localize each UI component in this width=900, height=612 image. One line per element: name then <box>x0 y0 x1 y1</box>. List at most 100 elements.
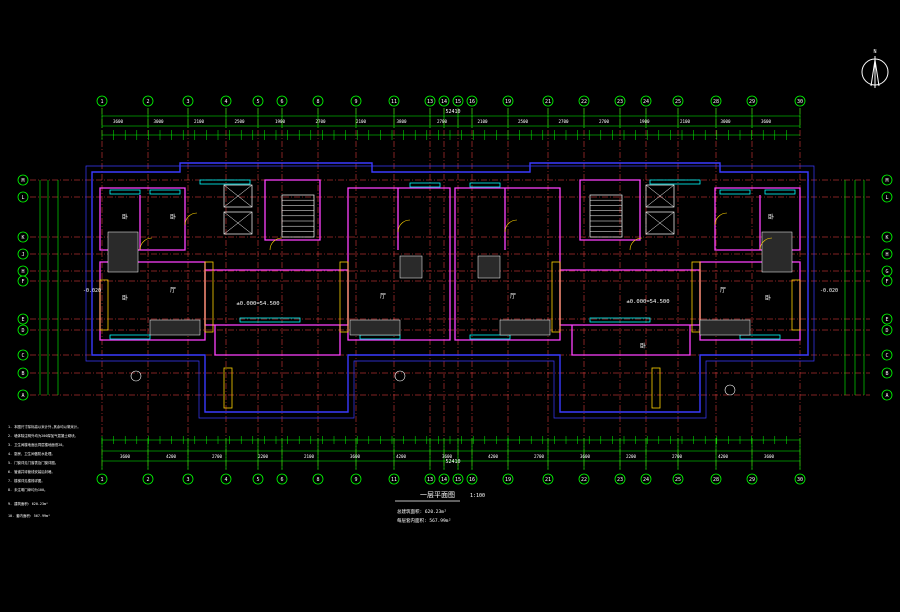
grid-bubble-bottom <box>542 473 554 485</box>
room-labels: 卧 卧 厅 卧 厅 厅 卧 厅 卧 卧 <box>122 213 774 350</box>
note-line: 5. 门窗详见门窗表及门窗详图。 <box>8 460 58 465</box>
grid-label-bottom: 6 <box>280 477 283 483</box>
bottom-dim-value: 3600 <box>350 454 361 459</box>
grid-label-top: 9 <box>354 99 357 105</box>
bottom-dim-value: 4200 <box>396 454 407 459</box>
grid-label-top: 3 <box>186 99 189 105</box>
grid-bubble-left <box>17 191 29 203</box>
grid-label-left: L <box>21 195 24 201</box>
grid-label-left: K <box>21 235 24 241</box>
partition-wall <box>99 187 186 251</box>
grid-label-top: 19 <box>505 99 511 105</box>
note-line: 10. 套内面积: 567.99m² <box>8 513 50 518</box>
grid-bubble-bottom <box>252 473 264 485</box>
grid-bubble-top <box>438 95 450 107</box>
grid-bubble-top <box>614 95 626 107</box>
bottom-dim-value: 4200 <box>718 454 729 459</box>
window <box>739 334 781 340</box>
grid-bubble-top <box>96 95 108 107</box>
grid-label-top: 30 <box>797 99 803 105</box>
grid-label-left: C <box>21 353 24 359</box>
grid-label-top: 13 <box>427 99 433 105</box>
grid-bubble-top <box>182 95 194 107</box>
note-line: 2. 墙体除注明外均为200厚加气混凝土砌块。 <box>8 433 78 438</box>
top-dim-value: 2700 <box>599 119 610 124</box>
grid-label-left: H <box>21 269 24 275</box>
room-label: 厅 <box>510 293 516 300</box>
grid-label-bottom: 28 <box>713 477 719 483</box>
grid-bubble-left <box>17 275 29 287</box>
grid-bubble-left <box>17 324 29 336</box>
grid-label-top: 16 <box>469 99 475 105</box>
note-line: 8. 未注明门垛均为100。 <box>8 487 47 492</box>
grid-label-bottom: 2 <box>146 477 149 483</box>
door-swing <box>397 219 411 233</box>
top-dim-value: 3600 <box>113 119 124 124</box>
grid-label-bottom: 19 <box>505 477 511 483</box>
grid-label-right: C <box>885 353 888 359</box>
grid-label-top: 22 <box>581 99 587 105</box>
structural-column <box>339 261 349 333</box>
grid-bubble-left <box>17 367 29 379</box>
grid-bubble-bottom <box>710 473 722 485</box>
grid-bubble-top <box>710 95 722 107</box>
total-dim-top: 52410 <box>445 109 460 115</box>
elevation-left: ±0.000=54.500 <box>236 301 279 307</box>
grid-bubble-bottom <box>672 473 684 485</box>
grid-bubble-top <box>220 95 232 107</box>
grid-bubble-right <box>881 248 893 260</box>
grid-label-bottom: 8 <box>316 477 319 483</box>
grid-bubble-bottom <box>502 473 514 485</box>
grid-label-left: A <box>21 393 24 399</box>
drawing-title: 一层平面图 <box>420 491 455 499</box>
bottom-dim-value: 3600 <box>442 454 453 459</box>
note-line: 1. 本图尺寸除标高以米计外,其余均以毫米计。 <box>8 424 81 429</box>
bottom-dim-value: 3600 <box>580 454 591 459</box>
grid-bubble-top <box>794 95 806 107</box>
grid-label-top: 15 <box>455 99 461 105</box>
grid-bubble-left <box>17 349 29 361</box>
bottom-dim-value: 2100 <box>304 454 315 459</box>
elevator-cross <box>223 184 253 208</box>
room-label: 卧 <box>122 294 128 302</box>
grid-bubble-top <box>312 95 324 107</box>
elevator-cross <box>645 211 675 235</box>
structural-column <box>791 279 801 331</box>
grid-label-right: D <box>885 328 888 334</box>
grid-label-bottom: 13 <box>427 477 433 483</box>
partition-wall <box>571 325 691 356</box>
grid-label-top: 6 <box>280 99 283 105</box>
window <box>649 179 701 185</box>
building-walls <box>85 162 815 419</box>
top-dim-value: 2100 <box>680 119 691 124</box>
grid-bubble-bottom <box>142 473 154 485</box>
north-label: N <box>873 49 876 55</box>
bottom-dim-value: 3600 <box>764 454 775 459</box>
grid-bubble-top <box>466 95 478 107</box>
bottom-dim-value: 2700 <box>212 454 223 459</box>
partition-wall <box>714 187 801 251</box>
room-label: 卧 <box>640 342 646 350</box>
grid-label-bottom: 21 <box>545 477 551 483</box>
total-dim-bottom: 52410 <box>445 459 460 465</box>
grid-bubbles: 1122334455668899111113131414151516161919… <box>17 95 893 485</box>
door-swing <box>184 212 198 226</box>
room-label: 厅 <box>170 287 176 294</box>
elevator-cross <box>223 211 253 235</box>
note-line: 7. 楼梯详见楼梯详图。 <box>8 478 45 483</box>
grid-label-bottom: 30 <box>797 477 803 483</box>
partition-wall <box>264 179 321 241</box>
bottom-dim-value: 2700 <box>672 454 683 459</box>
grid-bubble-right <box>881 389 893 401</box>
top-dim-value: 1900 <box>275 119 286 124</box>
grid-bubble-bottom <box>746 473 758 485</box>
grid-label-left: E <box>21 317 24 323</box>
grid-bubble-left <box>17 231 29 243</box>
area-note: 总建筑面积: 620.23m² <box>397 508 447 515</box>
grid-label-bottom: 23 <box>617 477 623 483</box>
elevator-shaft <box>645 211 675 235</box>
bottom-dim-value: 2700 <box>534 454 545 459</box>
grid-bubble-bottom <box>182 473 194 485</box>
note-line: 4. 厨房、卫生间做防水处理。 <box>8 451 55 456</box>
structural-column <box>651 367 661 409</box>
